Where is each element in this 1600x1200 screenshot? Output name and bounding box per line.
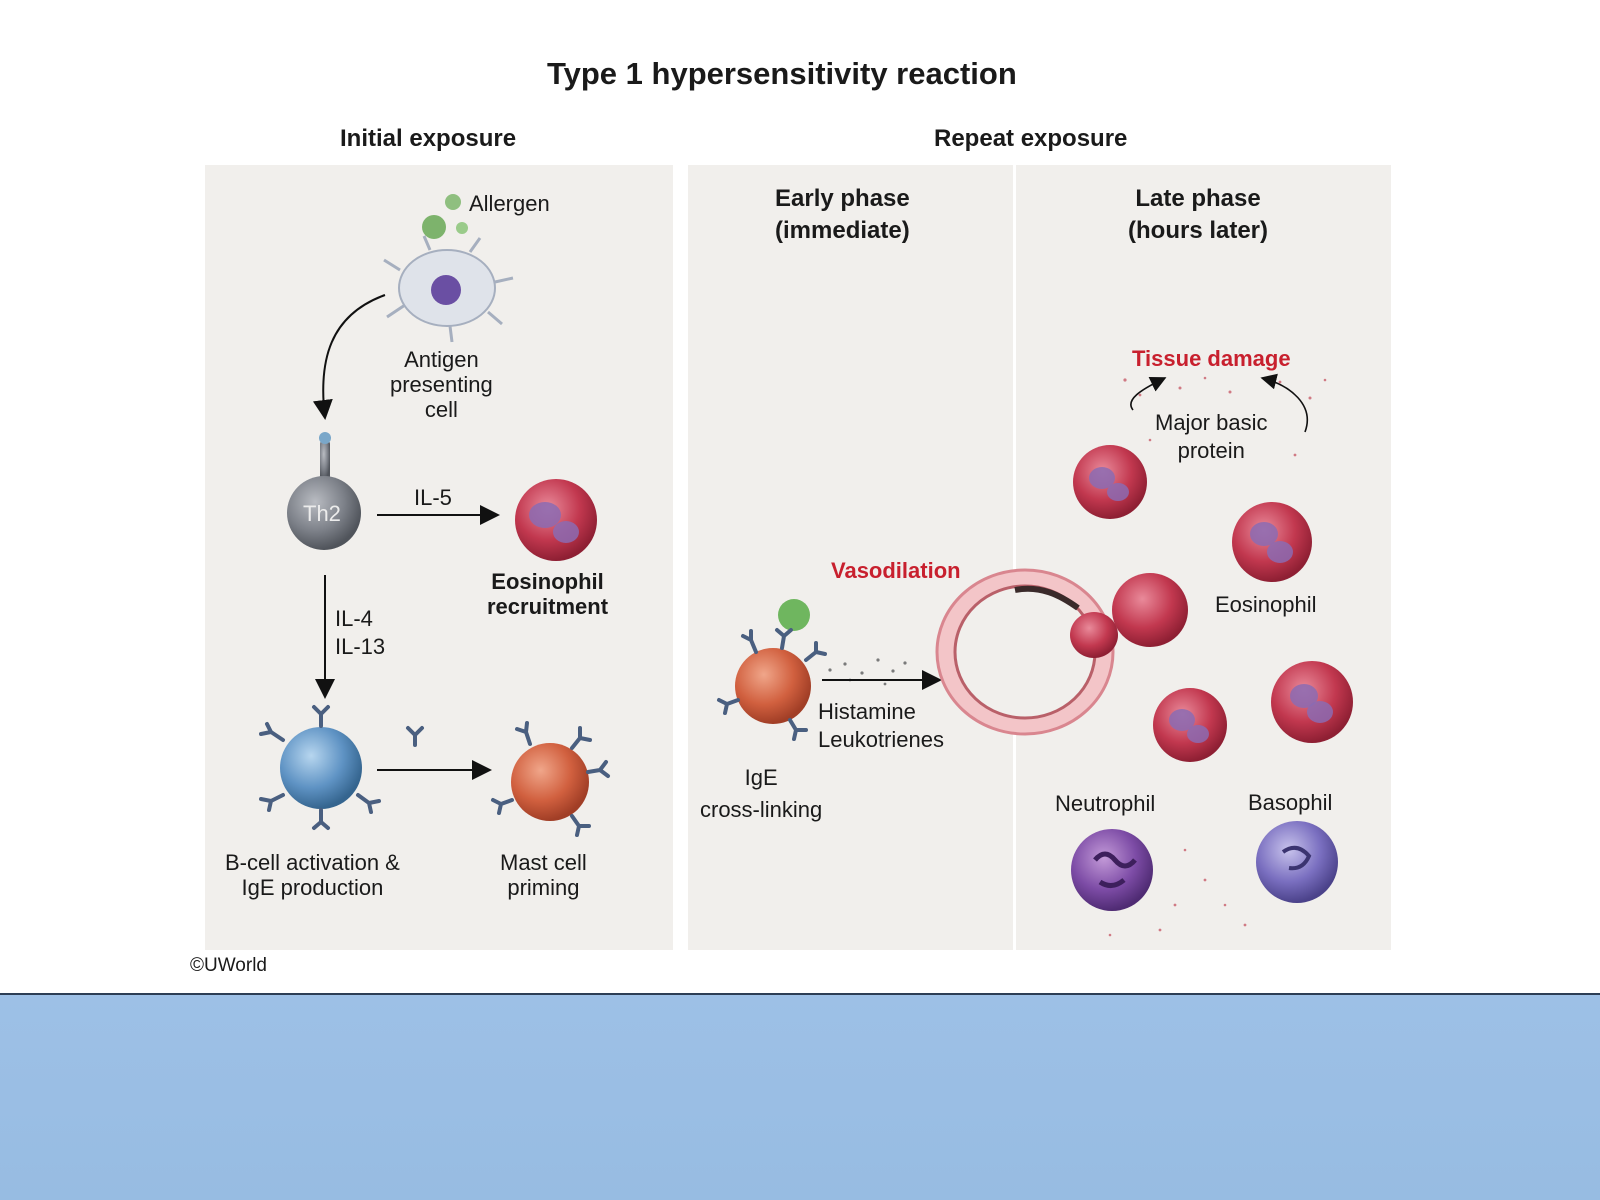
phase-divider xyxy=(1013,165,1016,950)
vasodilation-label: Vasodilation xyxy=(831,558,961,583)
diagram-title: Type 1 hypersensitivity reaction xyxy=(547,56,1017,91)
b-cell-icon xyxy=(259,705,381,830)
late-eosinophil-2 xyxy=(1232,502,1312,582)
repeat-exposure-heading: Repeat exposure xyxy=(934,125,1128,152)
arrow-apc-to-th2 xyxy=(312,294,386,420)
il5-label: IL-5 xyxy=(414,485,452,510)
late-eosinophil-3 xyxy=(1153,688,1227,762)
il13-label: IL-13 xyxy=(335,634,386,659)
footer-band xyxy=(0,993,1600,1200)
mediator-release-dots xyxy=(828,658,907,686)
bcell-activation-label: B-cell activation &IgE production xyxy=(225,850,400,900)
il4-label: IL-4 xyxy=(335,606,373,631)
early-phase-heading: Early phase(immediate) xyxy=(775,185,910,244)
th2-cell-icon xyxy=(287,432,361,550)
tissue-damage-speckles xyxy=(1108,376,1327,937)
neutrophil-label: Neutrophil xyxy=(1055,791,1156,816)
th2-label: Th2 xyxy=(303,501,341,526)
tissue-damage-label: Tissue damage xyxy=(1132,346,1291,371)
basophil-label: Basophil xyxy=(1248,790,1333,815)
basophil-cell-icon xyxy=(1256,821,1338,903)
blood-vessel-icon xyxy=(935,568,1188,736)
allergen-label: Allergen xyxy=(469,191,550,216)
late-phase-heading: Late phase(hours later) xyxy=(1128,185,1269,244)
histamine-label: Histamine xyxy=(818,699,916,724)
copyright-label: ©UWorld xyxy=(190,955,267,976)
leukotrienes-label: Leukotrienes xyxy=(818,727,944,752)
antigen-presenting-cell-icon xyxy=(383,235,514,343)
initial-exposure-heading: Initial exposure xyxy=(340,125,517,152)
late-eosinophil-1 xyxy=(1073,445,1147,519)
eosinophil-label: Eosinophil xyxy=(1215,592,1317,617)
free-ige-antibody-icon xyxy=(406,726,424,747)
eosinophil-cell-icon xyxy=(515,479,597,561)
mast-cell-primed-icon xyxy=(491,721,610,837)
tissue-damage-arrows xyxy=(1130,373,1308,433)
neutrophil-cell-icon xyxy=(1071,829,1153,911)
mast-cell-crosslinking-icon xyxy=(717,599,827,741)
late-eosinophil-4 xyxy=(1271,661,1353,743)
allergen-particles xyxy=(422,194,468,239)
